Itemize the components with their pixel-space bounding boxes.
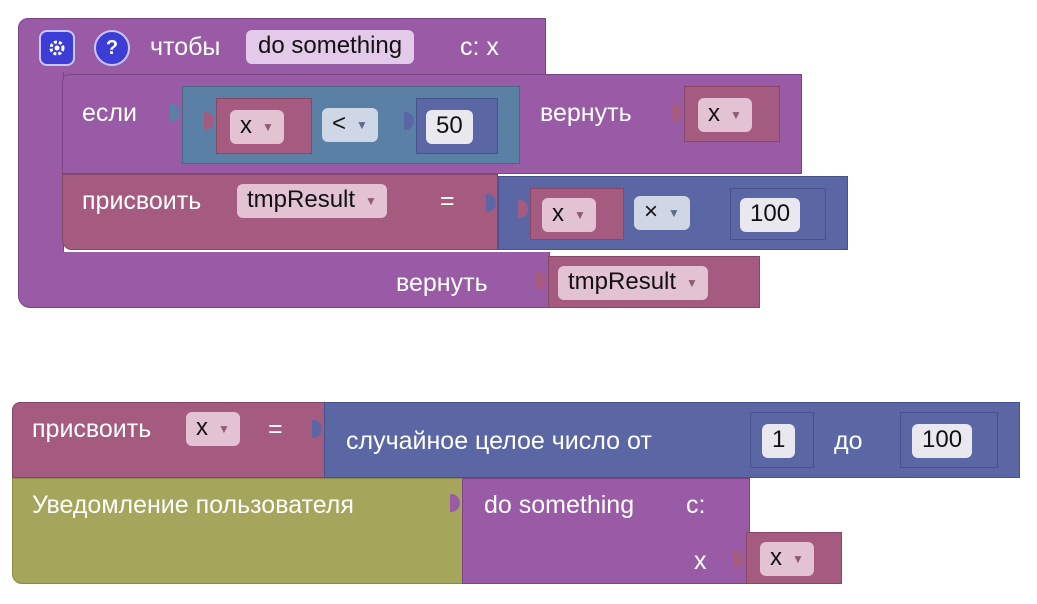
- random-from-field[interactable]: 1: [762, 424, 796, 458]
- compare-right-number-block[interactable]: [416, 98, 498, 154]
- random-to-label: до: [834, 427, 863, 455]
- call-param-var-dropdown[interactable]: x▼: [760, 542, 814, 576]
- alert-label: Уведомление пользователя: [32, 491, 354, 519]
- arith-left-var-block[interactable]: [530, 188, 624, 240]
- set-x-label: присвоить: [32, 415, 152, 443]
- chevron-down-icon: ▼: [792, 551, 804, 566]
- chevron-down-icon: ▼: [218, 421, 230, 436]
- arith-right-number-block[interactable]: [730, 188, 826, 240]
- function-footer[interactable]: [18, 252, 550, 308]
- set-x-block[interactable]: [12, 402, 326, 478]
- set-x-var-dropdown[interactable]: x▼: [186, 412, 240, 446]
- set-x-equals: =: [268, 415, 283, 443]
- compare-left-var-block[interactable]: [216, 98, 312, 154]
- random-int-label: случайное целое число от: [346, 427, 652, 455]
- alert-block[interactable]: [12, 478, 464, 584]
- call-function-block[interactable]: [462, 478, 750, 584]
- function-return-var-block[interactable]: [548, 256, 760, 308]
- random-to-field[interactable]: 100: [912, 424, 973, 458]
- if-return-var-block[interactable]: [684, 86, 780, 142]
- call-function-params-label: с:: [686, 491, 706, 519]
- set-tmpresult-block[interactable]: [62, 174, 498, 250]
- function-left-arm: [18, 72, 64, 264]
- call-param-name: x: [694, 547, 707, 575]
- function-header[interactable]: [18, 18, 546, 76]
- call-function-name: do something: [484, 491, 635, 519]
